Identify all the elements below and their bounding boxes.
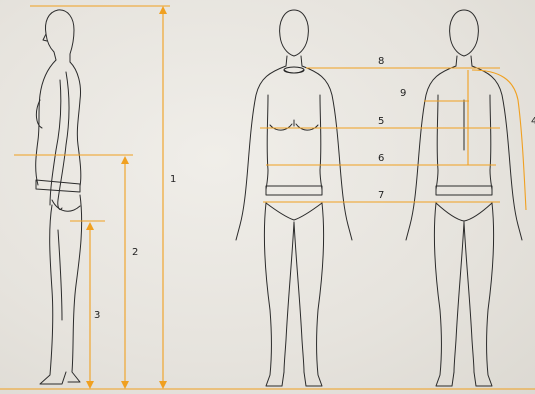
measurement-labels: 1 2 3 4 5 6 7 8 9 bbox=[94, 56, 535, 321]
height-arrow-down bbox=[159, 381, 167, 389]
label-1: 1 bbox=[170, 174, 176, 185]
inseam-arrow-up bbox=[86, 222, 94, 230]
label-7: 7 bbox=[378, 190, 384, 201]
label-5: 5 bbox=[378, 116, 384, 127]
label-3: 3 bbox=[94, 310, 100, 321]
waist-height-arrow-down bbox=[121, 381, 129, 389]
back-view-figure bbox=[406, 10, 522, 386]
arm-length-curve bbox=[472, 70, 526, 210]
front-view-figure bbox=[236, 10, 352, 386]
waist-height-arrow-up bbox=[121, 156, 129, 164]
label-9: 9 bbox=[400, 88, 406, 99]
label-2: 2 bbox=[132, 247, 138, 258]
height-arrow-up bbox=[159, 6, 167, 14]
label-8: 8 bbox=[378, 56, 384, 67]
side-view-figure bbox=[36, 10, 82, 384]
inseam-arrow-down bbox=[86, 381, 94, 389]
neck-circle bbox=[284, 67, 304, 73]
label-4: 4 bbox=[531, 116, 535, 127]
label-6: 6 bbox=[378, 153, 384, 164]
